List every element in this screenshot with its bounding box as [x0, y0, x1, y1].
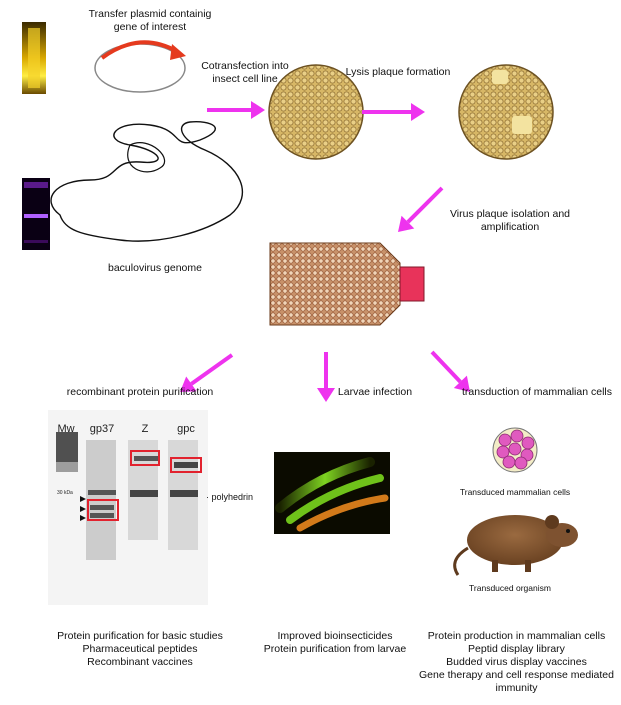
label-transduction: transduction of mammalian cells [462, 386, 612, 398]
label-transfer-plasmid: Transfer plasmid containig gene of inter… [88, 8, 212, 33]
arrow-head-3 [398, 215, 415, 232]
application-item: Budded virus display vaccines [446, 656, 587, 668]
label-polyhedrin: · polyhedrin [206, 491, 276, 504]
application-item: Pharmaceutical peptides [82, 643, 198, 655]
arrow-head-4 [180, 376, 197, 392]
label-transduced-cells: Transduced mammalian cells [459, 487, 571, 497]
highlight-box-gpc [170, 457, 202, 473]
genome-loop-icon [127, 142, 166, 173]
purple-gel-image [22, 178, 50, 250]
arrow-head-1 [251, 101, 265, 119]
arrow-head-5 [317, 388, 335, 402]
band-arrow-2 [80, 506, 86, 512]
application-item: Gene therapy and cell response mediated … [419, 669, 614, 694]
label-baculovirus-genome: baculovirus genome [108, 262, 202, 274]
transduced-mouse-icon [453, 515, 578, 576]
band-arrow-1 [80, 496, 86, 502]
arrow-head-2 [411, 103, 425, 121]
process-arrows [180, 101, 470, 402]
transduced-cell-1 [498, 433, 512, 447]
application-item: Peptid display library [468, 643, 565, 655]
transduced-mammalian-cells-icon [492, 427, 538, 473]
label-cotransfection: Cotransfection into insect cell line [201, 60, 289, 85]
transduced-cell-4 [496, 445, 510, 459]
gel-lane-label-4: gpc [177, 423, 195, 435]
gel-lane-label-2: gp37 [90, 423, 114, 435]
label-transduced-organism: Transduced organism [469, 583, 551, 593]
plaque-2 [512, 116, 532, 134]
polyhedrin-bullet: · [206, 492, 212, 502]
application-item: Recombinant vaccines [87, 656, 193, 668]
application-item: Protein production in mammalian cells [427, 630, 606, 642]
lysis-plaque-plate [458, 64, 554, 160]
arrow-head-6 [453, 375, 470, 392]
label-virus-plaque: Virus plaque isolation and amplification [449, 208, 571, 233]
transduced-cell-5 [508, 442, 522, 456]
transduced-cell-2 [510, 429, 524, 443]
application-item: Protein purification for basic studies [57, 630, 223, 642]
gel-marker-label: 30 kDa [57, 490, 73, 496]
plasmid-icon [94, 40, 186, 93]
application-item: Improved bioinsecticides [277, 630, 393, 642]
transduced-cell-7 [502, 455, 516, 469]
gel-lane-label-3: Z [142, 423, 149, 435]
highlight-box-gp37 [87, 499, 119, 521]
flask-cap [399, 266, 425, 302]
band-arrow-3 [80, 515, 86, 521]
polyhedrin-text: polyhedrin [211, 492, 254, 502]
baculovirus-genome-icon [50, 120, 244, 242]
label-larvae-infection: Larvae infection [337, 386, 413, 398]
yellow-gel-tube-image [22, 22, 46, 94]
gel-lane-label-1: Mw [57, 423, 74, 435]
cell-culture-flask [269, 242, 425, 326]
application-item: Protein purification from larvae [263, 643, 407, 655]
arrow-shaft-6 [430, 350, 462, 384]
label-lysis-plaque: Lysis plaque formation [345, 66, 451, 78]
plaque-1 [492, 70, 508, 84]
transduced-cell-8 [514, 456, 528, 470]
fluorescent-larvae-image [274, 452, 390, 534]
label-recombinant-purification: recombinant protein purification [66, 386, 214, 398]
highlight-box-z [130, 450, 160, 466]
arrow-shaft-4 [190, 353, 234, 386]
transduced-cell-3 [521, 436, 535, 450]
arrow-shaft-3 [406, 186, 444, 224]
